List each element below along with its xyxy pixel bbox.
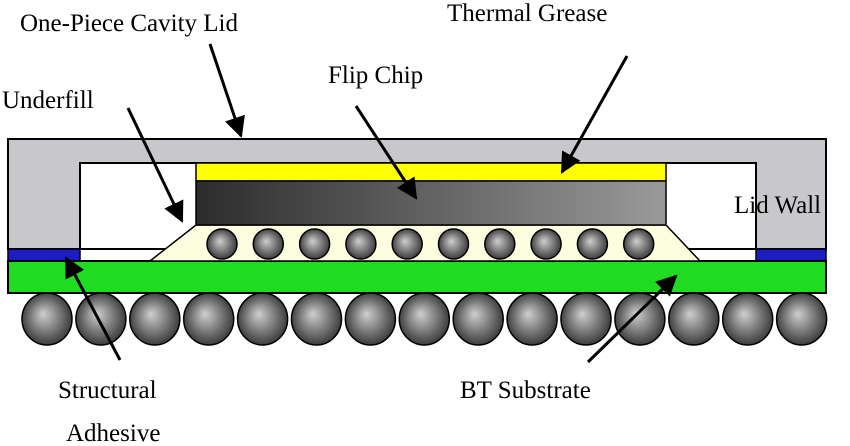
solder-ball — [290, 292, 343, 346]
substrate-arrow — [586, 274, 678, 364]
label-one-piece-cavity-lid: One-Piece Cavity Lid — [20, 10, 238, 37]
structural-adhesive-right — [755, 248, 827, 262]
bump — [345, 228, 377, 260]
bump — [484, 228, 516, 260]
chip-arrow — [354, 105, 418, 200]
label-adhesive: Adhesive — [66, 420, 160, 446]
bump — [298, 228, 331, 260]
solder-ball — [21, 292, 73, 346]
flip-chip — [195, 180, 667, 226]
label-flip-chip: Flip Chip — [328, 62, 423, 89]
solder-ball-row — [21, 292, 828, 346]
solder-ball — [182, 292, 235, 346]
lid-arrow — [208, 43, 245, 138]
thermal-grease — [195, 162, 667, 182]
bump-row — [206, 228, 655, 260]
bump — [622, 228, 655, 260]
solder-ball — [775, 292, 828, 346]
solder-ball — [344, 292, 397, 346]
label-underfill: Underfill — [2, 87, 94, 114]
solder-ball — [721, 292, 774, 346]
solder-ball — [129, 292, 181, 346]
label-thermal-grease: Thermal Grease — [447, 0, 607, 27]
label-bt-substrate: BT Substrate — [460, 377, 591, 404]
solder-ball — [398, 292, 451, 346]
solder-ball — [668, 292, 720, 346]
solder-ball — [236, 292, 289, 346]
adhesive-arrow — [64, 256, 122, 361]
solder-ball — [614, 292, 666, 346]
leader-arrows — [64, 43, 678, 364]
bump — [206, 228, 238, 260]
bump — [530, 228, 562, 260]
solder-ball — [452, 292, 504, 346]
underfill-arrow — [126, 107, 184, 223]
bump — [437, 228, 470, 260]
bt-substrate — [7, 260, 827, 294]
bump — [252, 228, 285, 260]
solder-ball — [75, 292, 127, 346]
label-structural: Structural — [58, 377, 157, 404]
solder-ball — [560, 292, 612, 346]
structural-adhesive-left — [7, 248, 81, 262]
solder-ball — [506, 292, 558, 346]
grease-arrow — [560, 55, 629, 174]
label-lid-wall: Lid Wall — [734, 192, 821, 219]
bump — [391, 228, 423, 260]
bump — [576, 228, 609, 260]
